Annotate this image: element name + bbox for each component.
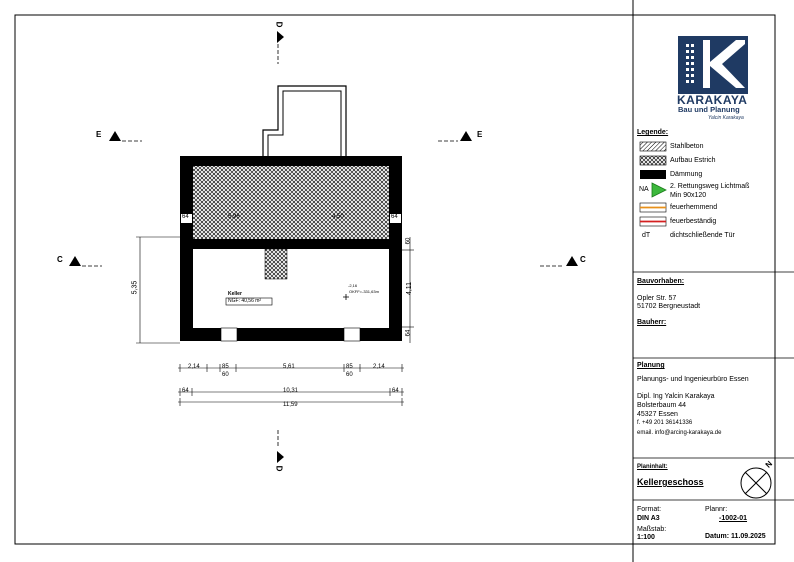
- legend-item-rescue-2: Min 90x120: [670, 192, 707, 199]
- wall-dim-left: 64: [182, 214, 189, 220]
- legend-item-dt-prefix: dT: [642, 232, 651, 239]
- dim-row1-5: 2,14: [373, 364, 385, 370]
- level-bottom: OKFF=-331,63m: [349, 289, 379, 294]
- planinhalt-value: Kellergeschoss: [637, 477, 704, 487]
- legend-swatch-stahlbeton: [639, 141, 667, 152]
- dim-vertical-total: 5,35: [131, 280, 139, 295]
- logo-signature: Yalcin Karakaya: [708, 115, 744, 121]
- legend-swatch-daemmung: [640, 170, 666, 179]
- legend-item-estrich: Aufbau Estrich: [670, 157, 716, 164]
- legend-item-stahlbeton: Stahlbeton: [670, 143, 704, 150]
- dimensions: [136, 236, 414, 406]
- window-right: [343, 327, 361, 342]
- planung-phone: f. +49 201 36141336: [637, 420, 693, 426]
- plannr-value: -1002-01: [719, 515, 748, 522]
- section-mark-c-right: C: [580, 255, 586, 264]
- room-keller: [193, 249, 389, 328]
- dim-row1-4: 85: [346, 364, 353, 370]
- planung-office: Planungs- und Ingenieurbüro Essen: [637, 376, 749, 383]
- legend-item-rescue-1: 2. Rettungsweg Lichtmaß: [670, 183, 750, 190]
- plannr-label: Plannr:: [705, 506, 728, 513]
- bauherr-label: Bauherr:: [637, 319, 667, 326]
- section-mark-e-right: E: [477, 130, 483, 139]
- format-value: DIN A3: [637, 515, 660, 522]
- legend-swatches: [639, 141, 667, 227]
- dim-row3-1: 11,59: [283, 402, 298, 408]
- project-address-2: 51702 Bergneustadt: [637, 303, 701, 310]
- dim-row1-sub-1: 60: [222, 372, 229, 378]
- wall-dim-top-left: 5,96: [228, 214, 240, 220]
- screed-area: [193, 166, 389, 239]
- format-label: Format:: [637, 506, 662, 513]
- room-name: Keller: [228, 291, 242, 297]
- dim-row1-sub-2: 60: [346, 372, 353, 378]
- section-mark-d-bottom: D: [274, 465, 284, 472]
- section-mark-d-top: D: [274, 21, 284, 28]
- dim-row1-1: 2,14: [188, 364, 200, 370]
- floor-plan: [180, 85, 402, 342]
- window-left: [220, 327, 238, 342]
- massstab-label: Maßstab:: [637, 526, 667, 533]
- dim-row2-1: 64: [182, 388, 189, 394]
- company-logo: [678, 36, 748, 94]
- logo-name: KARAKAYA: [677, 93, 748, 107]
- dim-row1-3: 5,61: [283, 364, 295, 370]
- section-mark-c-left: C: [57, 255, 63, 264]
- datum-value: Datum: 11.09.2025: [705, 533, 766, 540]
- dim-row1-2: 85: [222, 364, 229, 370]
- dim-row2-3: 64: [392, 388, 399, 394]
- bauvorhaben-label: Bauvorhaben:: [637, 278, 685, 285]
- room-area: NGF: 40,56 m²: [228, 298, 262, 304]
- legend-item-daemmung: Dämmung: [670, 171, 703, 178]
- legend-item-na-prefix: NA: [639, 186, 649, 193]
- level-top: -2,16: [348, 283, 358, 288]
- planung-email: email. info@arcing-karakaya.de: [637, 430, 722, 436]
- stairs: [264, 248, 288, 280]
- planung-street: Bolsterbaum 44: [637, 402, 687, 409]
- north-arrow-icon: [740, 467, 772, 499]
- section-mark-e-left: E: [96, 130, 102, 139]
- dim-vertical-r3: 64: [405, 329, 412, 337]
- planung-label: Planung: [637, 362, 665, 369]
- section-markers: [69, 31, 578, 463]
- dim-vertical-r1: 60: [405, 237, 412, 245]
- titleblock-rules: [633, 271, 794, 501]
- rescue-route-icon: [651, 182, 667, 198]
- legend-swatch-estrich: [639, 155, 667, 166]
- legend-item-feuerbestaendig: feuerbeständig: [670, 218, 717, 225]
- wall-dim-top-right: 4,50: [332, 214, 344, 220]
- logo-sub: Bau und Planung: [678, 105, 740, 114]
- project-address-1: Opler Str. 57: [637, 295, 677, 302]
- sheet-frame: [14, 14, 776, 545]
- dim-row2-2: 10,31: [283, 388, 299, 394]
- planinhalt-label: Planinhalt:: [637, 464, 668, 470]
- planung-city: 45327 Essen: [637, 411, 678, 418]
- legend-item-dt: dichtschließende Tür: [670, 232, 735, 239]
- legend-item-feuerhemmend: feuerhemmend: [670, 204, 718, 211]
- legend-title: Legende:: [637, 129, 669, 136]
- dim-vertical-r2: 4,11: [406, 281, 414, 296]
- wall-dim-right: 64: [391, 214, 398, 220]
- massstab-value: 1:100: [637, 534, 655, 541]
- planung-person: Dipl. Ing Yalcin Karakaya: [637, 393, 715, 400]
